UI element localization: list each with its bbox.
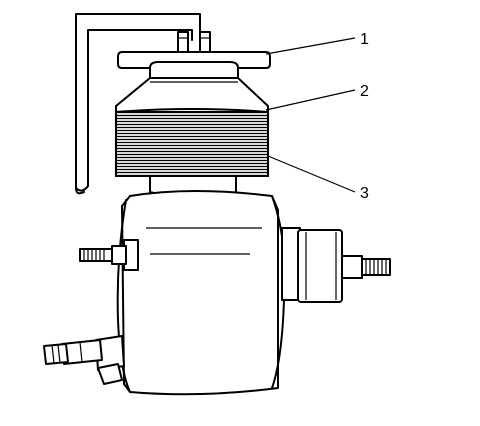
callout-3: 3: [360, 185, 369, 202]
cap-fittings: [177, 31, 211, 53]
callout-1: 1: [360, 31, 369, 48]
pump-body: [116, 190, 286, 396]
outlet-fitting: [43, 335, 125, 385]
callout-2: 2: [360, 83, 369, 100]
left-mounting-stud: [79, 239, 139, 271]
hose: [75, 13, 201, 195]
shaft-assembly: [281, 227, 391, 303]
callout-leaders: [265, 37, 356, 193]
filter-element: [115, 111, 269, 177]
